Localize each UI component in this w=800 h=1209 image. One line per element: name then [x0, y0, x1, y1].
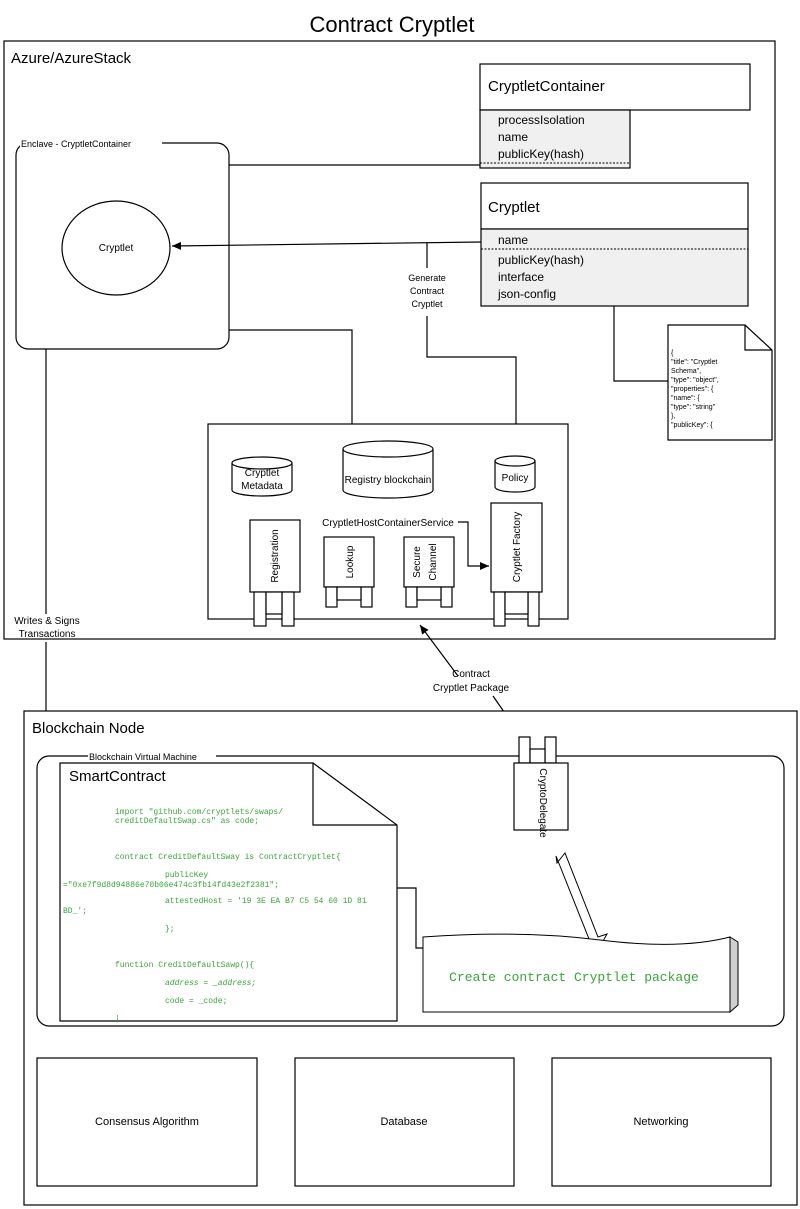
code-line: ="0xe7f9d8d94886e70b06e474c3fb14fd43e2f2…: [63, 881, 279, 890]
package-label: Contract: [452, 669, 490, 680]
cryptlet-factory-label: Cryptlet Factory: [512, 512, 523, 583]
registry-db-label: Registry blockchain: [345, 475, 432, 486]
code-line: function CreditDefaultSawp(){: [115, 961, 254, 970]
json-line: Schema",: [671, 368, 701, 375]
crypto-delegate-label: CryptoDelegate: [537, 768, 548, 838]
json-line: "name": {: [671, 395, 700, 402]
smart-contract-title: SmartContract: [69, 768, 167, 785]
generate-label: Cryptlet: [411, 299, 443, 309]
code-line: code = _code;: [165, 997, 227, 1006]
cryptlet-class-field: json-config: [497, 287, 556, 301]
json-line: "title": "Cryptlet: [671, 359, 717, 366]
metadata-db-label: Metadata: [241, 481, 283, 492]
code-line: BD_';: [63, 907, 87, 916]
json-line: "properties": {: [671, 386, 714, 393]
code-line: contract CreditDefaultSway is ContractCr…: [115, 853, 341, 862]
cryptlet-class-field: publicKey(hash): [498, 253, 584, 267]
lookup-component: Lookup: [323, 536, 375, 608]
json-line: "type": "object",: [671, 377, 719, 384]
cryptlet-factory-component: Cryptlet Factory: [490, 502, 543, 627]
secure-channel-label: Secure: [412, 546, 423, 578]
cryptlet-metadata-db: Cryptlet Metadata: [231, 456, 293, 497]
cryptlet-class: Cryptlet name publicKey(hash) interface …: [480, 182, 749, 307]
cryptlet-class-field: name: [498, 233, 528, 247]
blockchain-node-label: Blockchain Node: [32, 720, 145, 737]
consensus-algorithm-label: Consensus Algorithm: [95, 1116, 199, 1128]
metadata-db-label: Cryptlet: [245, 468, 280, 479]
writes-label: Writes & Signs: [14, 616, 79, 627]
secure-channel-component: Secure Channel: [403, 536, 455, 608]
json-line: {: [671, 350, 674, 357]
policy-db: Policy: [494, 455, 536, 493]
cryptlet-class-title: Cryptlet: [488, 199, 541, 216]
lookup-label: Lookup: [345, 545, 356, 578]
cryptlet-container-field: name: [498, 130, 528, 144]
policy-db-label: Policy: [502, 473, 529, 484]
networking-label: Networking: [633, 1116, 688, 1128]
database-box: [294, 1057, 515, 1187]
generate-label: Contract: [410, 286, 445, 296]
cryptlet-container-field: processIsolation: [498, 113, 585, 127]
database-label: Database: [380, 1116, 427, 1128]
writes-label: Transactions: [19, 629, 76, 640]
cryptlet-container-title: CryptletContainer: [488, 78, 605, 95]
code-line: publicKey: [165, 871, 208, 880]
json-document: [667, 324, 773, 441]
smart-contract-document: [59, 762, 398, 1022]
registry-blockchain-db: Registry blockchain: [342, 440, 434, 499]
cryptlet-to-enclave-arrow: [171, 241, 482, 250]
package-banner: Create contract Cryptlet package: [422, 933, 739, 1014]
host-service-label: CryptletHostContainerService: [322, 518, 454, 529]
generate-label: Generate: [408, 273, 446, 283]
registration-component: Registration: [249, 519, 301, 627]
registration-label: Registration: [270, 529, 281, 582]
json-line: "type": "string": [671, 404, 716, 411]
code-line: import "github.com/cryptlets/swaps/: [115, 808, 283, 817]
networking-box: [551, 1057, 772, 1187]
json-line: },: [671, 413, 675, 420]
consensus-algorithm-box: [36, 1057, 258, 1187]
secure-channel-label-word: Channel: [428, 543, 439, 580]
cryptlet-container-class: CryptletContainer processIsolation name …: [479, 63, 751, 169]
cryptlet-container-field: publicKey(hash): [498, 147, 584, 161]
enclave-cryptlet-circle: [61, 200, 171, 296]
crypto-delegate-component: CryptoDelegate: [513, 736, 569, 838]
package-label: Cryptlet Package: [433, 683, 510, 694]
diagram-title: Contract Cryptlet: [309, 12, 474, 37]
enclave-label: Enclave - CryptletContainer: [21, 139, 131, 149]
code-line: };: [165, 925, 175, 934]
json-line: "publicKey": {: [671, 422, 713, 429]
host-to-factory-arrow: [458, 521, 489, 570]
code-line: |: [115, 1015, 120, 1024]
blockchain-vm-label: Blockchain Virtual Machine: [89, 752, 197, 762]
enclave-to-host-line: [229, 329, 353, 424]
code-line: creditDefaultSwap.cs" as code;: [115, 817, 259, 826]
cryptlet-class-field: interface: [498, 270, 544, 284]
enclave-cryptlet-label: Cryptlet: [99, 243, 134, 254]
contract-to-banner-line: [397, 887, 423, 949]
code-line: address = _address;: [165, 979, 256, 988]
code-line: attestedHost = '19 3E EA B7 C5 54 60 1D …: [165, 897, 367, 906]
package-banner-label: Create contract Cryptlet package: [449, 970, 699, 985]
azure-label: Azure/AzureStack: [11, 50, 132, 67]
json-link-line: [613, 306, 668, 382]
